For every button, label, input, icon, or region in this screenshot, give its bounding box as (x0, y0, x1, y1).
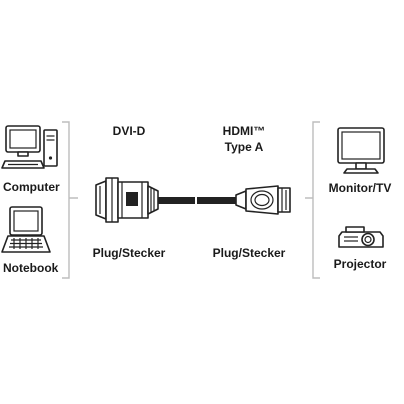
hdmi-plug-icon (235, 185, 291, 215)
dvi-d-title: DVI-D (113, 124, 146, 138)
computer-label: Computer (3, 180, 60, 194)
dvi-plug-label: Plug/Stecker (93, 246, 166, 260)
hdmi-type-label: Type A (225, 140, 264, 154)
dvi-d-plug-icon (95, 177, 159, 223)
left-bracket (62, 121, 78, 279)
hdmi-title: HDMI™ (223, 124, 266, 138)
notebook-label: Notebook (3, 261, 59, 275)
right-bracket (305, 121, 320, 279)
monitor-icon (337, 127, 385, 174)
monitor-label: Monitor/TV (329, 181, 392, 195)
computer-icon (1, 125, 58, 169)
hdmi-plug-label: Plug/Stecker (213, 246, 286, 260)
projector-label: Projector (334, 257, 387, 271)
cable (158, 194, 236, 207)
projector-icon (338, 226, 384, 248)
notebook-icon (1, 206, 51, 253)
